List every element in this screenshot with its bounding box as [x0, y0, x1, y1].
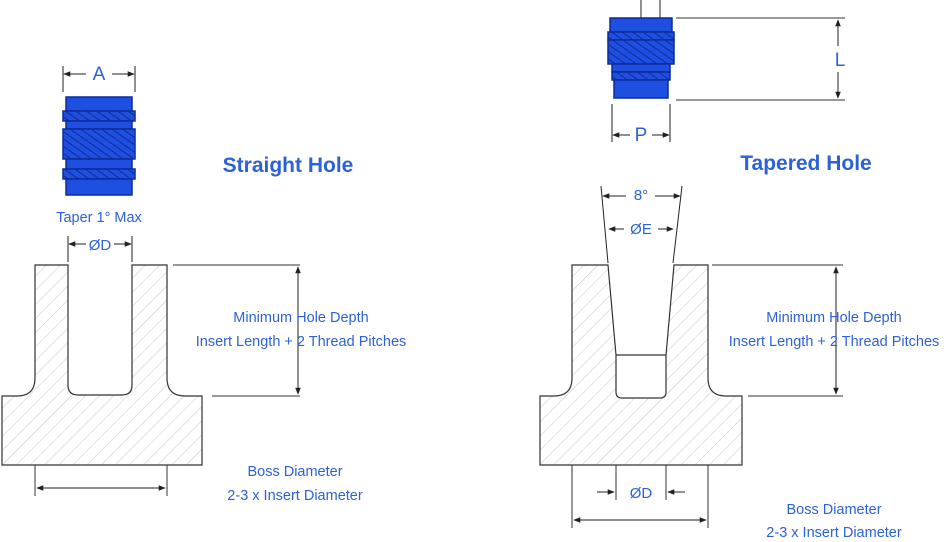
boss-diameter-dimension	[34, 465, 168, 496]
straight-hole-title: Straight Hole	[223, 154, 354, 177]
tapered-depth-note-line2: Insert Length + 2 Thread Pitches	[729, 334, 940, 350]
boss-note-line2: 2-3 x Insert Diameter	[227, 488, 363, 504]
tapered-boss-note-line1: Boss Diameter	[786, 502, 881, 518]
hole-depth-dimension	[173, 264, 301, 397]
dimension-p-label: P	[635, 125, 648, 146]
dimension-l-label: L	[835, 50, 846, 71]
dimension-p	[611, 104, 671, 142]
dimension-angle-label: 8°	[634, 187, 648, 204]
tapered-hole-section: L P Tapered Hole 8° ØE	[539, 0, 940, 541]
straight-hole-section: A Straight Hole Taper 1° Max ØD Minimum …	[1, 64, 407, 504]
tapered-depth-dimension	[712, 264, 843, 397]
dimension-e-label: ØE	[630, 221, 652, 238]
straight-insert-icon	[62, 96, 136, 196]
tapered-insert-icon	[607, 0, 675, 99]
tapered-boss-diameter-dimension	[571, 465, 709, 528]
tapered-dimension-d-label: ØD	[630, 485, 653, 502]
tapered-hole-title: Tapered Hole	[740, 152, 871, 175]
dimension-d-straight	[67, 236, 133, 262]
dimension-a-label: A	[93, 64, 106, 85]
tapered-boss-body	[539, 264, 743, 466]
dimension-angle	[600, 185, 683, 264]
dimension-a	[62, 66, 136, 92]
depth-note-line1: Minimum Hole Depth	[233, 310, 368, 326]
taper-note: Taper 1° Max	[56, 210, 142, 226]
depth-note-line2: Insert Length + 2 Thread Pitches	[196, 334, 407, 350]
tapered-boss-note-line2: 2-3 x Insert Diameter	[766, 525, 902, 541]
straight-boss-body	[1, 264, 203, 466]
tapered-depth-note-line1: Minimum Hole Depth	[766, 310, 901, 326]
boss-note-line1: Boss Diameter	[247, 464, 342, 480]
dimension-d-label: ØD	[89, 237, 112, 254]
dimension-d-tapered	[597, 465, 685, 500]
dimension-l	[676, 17, 845, 101]
